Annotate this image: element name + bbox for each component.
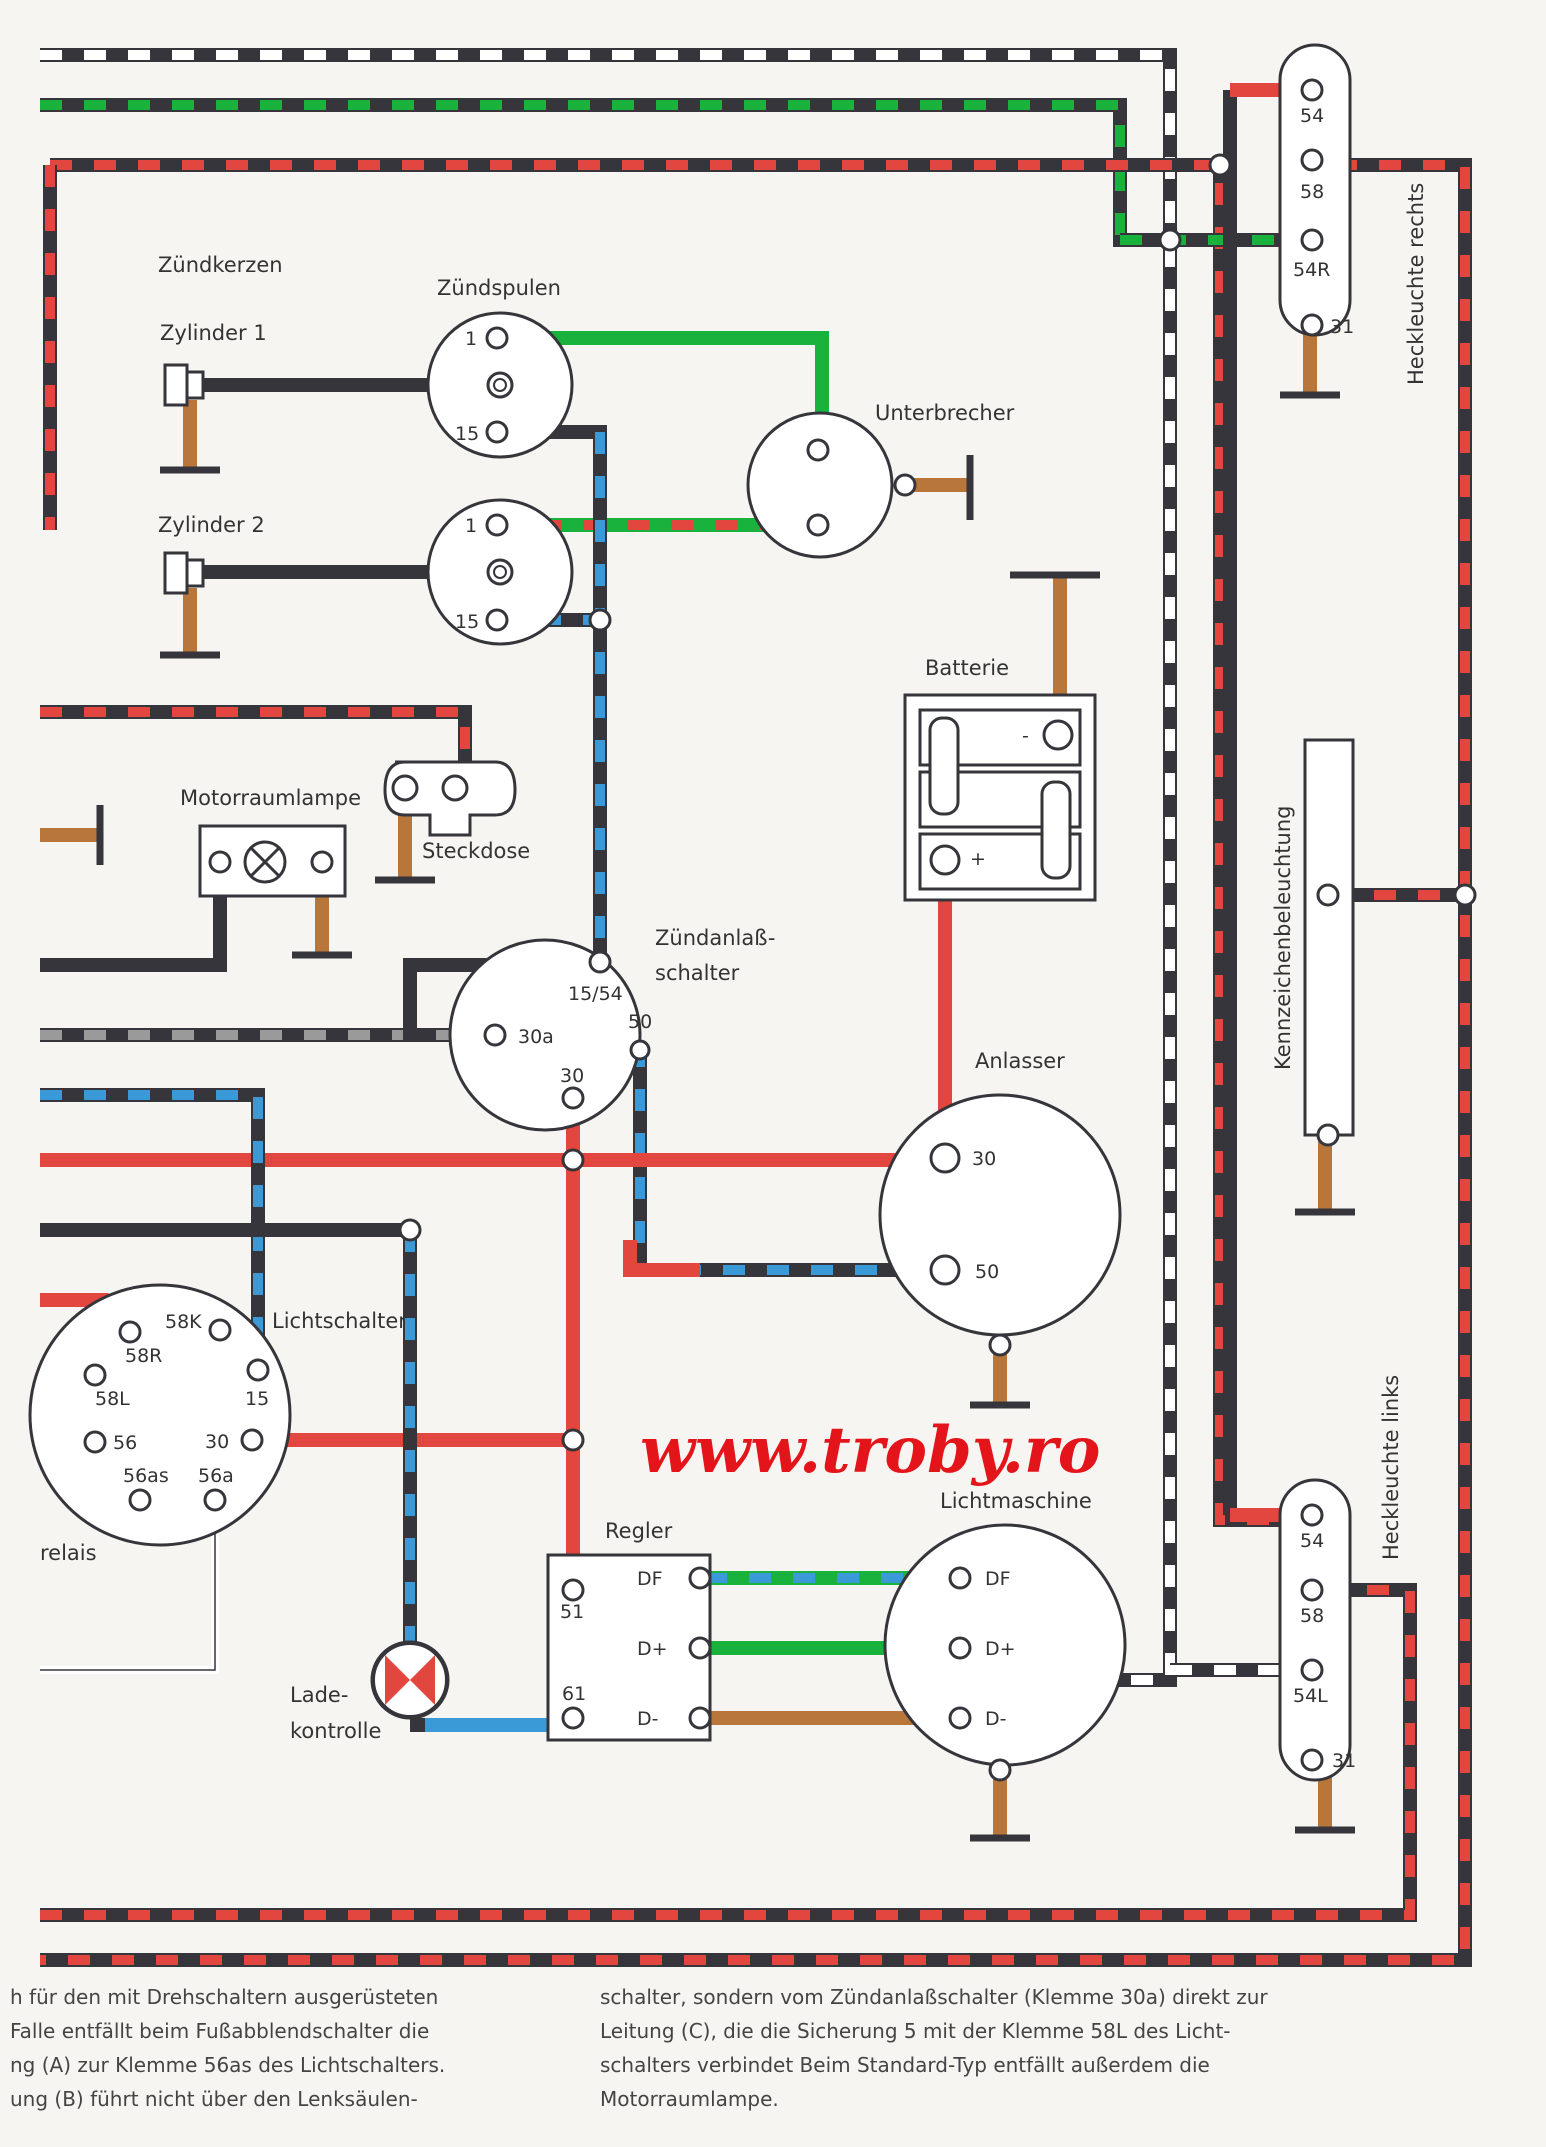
generator bbox=[883, 1523, 1127, 1782]
wire-top-green-black bbox=[40, 98, 1260, 247]
caption-line: Leitung (C), die die Sicherung 5 mit der… bbox=[600, 2019, 1231, 2043]
caption-line: Motorraumlampe. bbox=[600, 2087, 779, 2111]
label-lade-2: kontrolle bbox=[290, 1719, 381, 1743]
term-gen-Dp: D+ bbox=[985, 1638, 1016, 1660]
caption-line: h für den mit Drehschaltern ausgerüstete… bbox=[10, 1985, 439, 2009]
light-switch bbox=[28, 1283, 292, 1547]
caption-right: schalter, sondern vom Zündanlaßschalter … bbox=[600, 1980, 1320, 2116]
term-ls-30: 30 bbox=[205, 1431, 229, 1453]
wire-lamp-feed bbox=[40, 865, 227, 972]
label-kennzeichen: Kennzeichenbeleuchtung bbox=[1271, 806, 1295, 1070]
socket bbox=[383, 760, 517, 837]
tail-light-left bbox=[1278, 1478, 1352, 1782]
term-sw-50: 50 bbox=[628, 1011, 652, 1033]
ignition-coil-2 bbox=[426, 498, 574, 646]
junction-nodes bbox=[398, 153, 1232, 1452]
watermark: www.troby.ro bbox=[640, 1413, 1100, 1488]
term-bat-minus: - bbox=[1022, 725, 1029, 747]
breaker bbox=[746, 411, 917, 559]
ignition-switch bbox=[448, 938, 651, 1132]
term-sw-1554: 15/54 bbox=[568, 983, 623, 1005]
term-ls-56as: 56as bbox=[123, 1465, 169, 1487]
label-zuendanlass-1: Zündanlaß- bbox=[655, 926, 775, 950]
label-motorraumlampe: Motorraumlampe bbox=[180, 786, 361, 810]
wire-left-red-grey bbox=[40, 705, 472, 770]
label-lichtschalter: Lichtschalter bbox=[272, 1309, 407, 1333]
term-coil1-15: 15 bbox=[455, 423, 479, 445]
label-heck-rechts: Heckleuchte rechts bbox=[1404, 183, 1428, 385]
term-st-50: 50 bbox=[975, 1261, 999, 1283]
spark-plug-2 bbox=[163, 551, 205, 595]
label-steckdose: Steckdose bbox=[422, 839, 530, 863]
term-sw-30a: 30a bbox=[518, 1026, 554, 1048]
term-st-30: 30 bbox=[972, 1148, 996, 1170]
caption-line: ng (A) zur Klemme 56as des Lichtschalter… bbox=[10, 2053, 446, 2077]
plate-light bbox=[1303, 738, 1477, 1147]
label-lade-1: Lade- bbox=[290, 1683, 348, 1707]
wire-50-starter bbox=[623, 1045, 945, 1277]
label-zuendanlass-2: schalter bbox=[655, 961, 740, 985]
label-zuendspulen: Zündspulen bbox=[437, 276, 561, 300]
term-ls-15: 15 bbox=[245, 1388, 269, 1410]
term-reg-61: 61 bbox=[562, 1683, 586, 1705]
term-ls-56a: 56a bbox=[198, 1465, 234, 1487]
label-heck-links: Heckleuchte links bbox=[1379, 1375, 1403, 1560]
label-regler: Regler bbox=[605, 1519, 673, 1543]
term-hr-31: 31 bbox=[1330, 316, 1354, 338]
term-ls-58K: 58K bbox=[165, 1311, 202, 1333]
term-ls-56: 56 bbox=[113, 1432, 137, 1454]
label-batterie: Batterie bbox=[925, 656, 1009, 680]
caption-line: schalters verbindet Beim Standard-Typ en… bbox=[600, 2053, 1210, 2077]
term-hr-58: 58 bbox=[1300, 181, 1324, 203]
caption-left: h für den mit Drehschaltern ausgerüstete… bbox=[10, 1980, 510, 2116]
caption-line: ung (B) führt nicht über den Lenksäulen- bbox=[10, 2087, 418, 2111]
term-hl-54L: 54L bbox=[1293, 1685, 1328, 1707]
term-coil2-15: 15 bbox=[455, 611, 479, 633]
label-zylinder-1: Zylinder 1 bbox=[160, 321, 267, 345]
caption-line: Falle entfällt beim Fußabblendschalter d… bbox=[10, 2019, 430, 2043]
term-hr-54R: 54R bbox=[1293, 259, 1330, 281]
term-hl-31: 31 bbox=[1332, 1750, 1356, 1772]
term-hr-54: 54 bbox=[1300, 105, 1324, 127]
term-gen-Dm: D- bbox=[985, 1708, 1007, 1730]
label-lichtmaschine: Lichtmaschine bbox=[940, 1489, 1092, 1513]
starter bbox=[878, 1093, 1122, 1357]
wire-blue-white-left bbox=[40, 1088, 265, 1370]
term-hl-54: 54 bbox=[1300, 1530, 1324, 1552]
label-zuendkerzen: Zündkerzen bbox=[158, 253, 283, 277]
label-zylinder-2: Zylinder 2 bbox=[158, 513, 265, 537]
label-unterbrecher: Unterbrecher bbox=[875, 401, 1015, 425]
term-reg-Dm: D- bbox=[637, 1708, 659, 1730]
ignition-coil-1 bbox=[426, 311, 574, 459]
label-relais: relais bbox=[40, 1541, 97, 1565]
spark-plug-1 bbox=[163, 363, 205, 407]
term-reg-Dp: D+ bbox=[637, 1638, 668, 1660]
charge-lamp bbox=[370, 1640, 450, 1720]
caption-line: schalter, sondern vom Zündanlaßschalter … bbox=[600, 1985, 1268, 2009]
term-ls-58L: 58L bbox=[95, 1388, 130, 1410]
term-coil2-1: 1 bbox=[465, 515, 477, 537]
term-coil1-1: 1 bbox=[465, 328, 477, 350]
term-reg-DF: DF bbox=[637, 1568, 663, 1590]
tail-light-right bbox=[1278, 43, 1352, 337]
term-sw-30: 30 bbox=[560, 1065, 584, 1087]
term-hl-58: 58 bbox=[1300, 1605, 1324, 1627]
battery bbox=[903, 693, 1097, 902]
term-bat-plus: + bbox=[970, 848, 986, 870]
term-ls-58R: 58R bbox=[125, 1345, 162, 1367]
regulator bbox=[546, 1553, 712, 1742]
engine-lamp bbox=[198, 824, 347, 898]
term-gen-DF: DF bbox=[985, 1568, 1011, 1590]
wire-right-red-grey bbox=[40, 158, 1472, 1967]
term-reg-51: 51 bbox=[560, 1601, 584, 1623]
wire-bottom-black-red bbox=[40, 1583, 1417, 1922]
label-anlasser: Anlasser bbox=[975, 1049, 1065, 1073]
